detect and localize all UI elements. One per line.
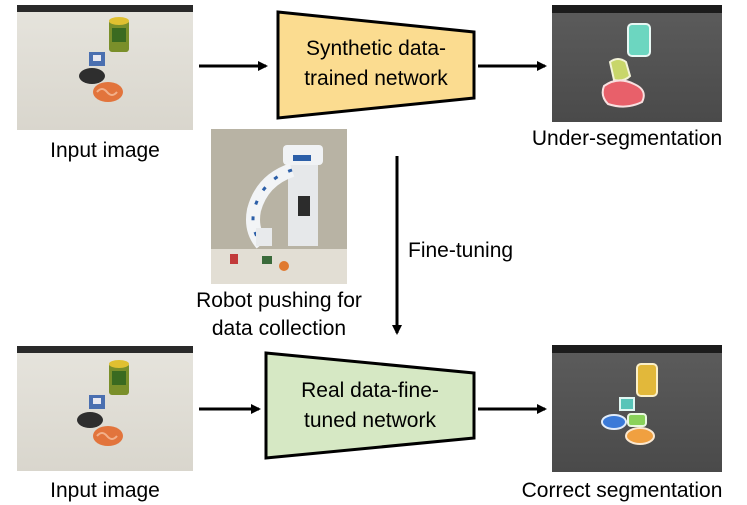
top-input-label: Input image: [50, 139, 160, 162]
correct-segmentation-image: [552, 345, 722, 472]
synthetic-network-trapezoid: [276, 10, 476, 120]
under-segmentation-image: [552, 5, 722, 122]
bottom-input-image: [17, 346, 193, 471]
finetuned-network-trapezoid: [264, 351, 476, 460]
top-input-image: [17, 5, 193, 130]
synthetic-network-label-line2: trained network: [304, 67, 448, 90]
under-segmentation-label: Under-segmentation: [531, 127, 723, 150]
correct-segmentation-label: Correct segmentation: [521, 479, 723, 502]
synthetic-network-label-line1: Synthetic data-: [305, 37, 447, 60]
fine-tuning-label: Fine-tuning: [408, 239, 514, 262]
robot-caption-line1: Robot pushing for: [196, 289, 362, 312]
robot-caption-line2: data collection: [211, 317, 347, 340]
finetuned-network-label-line2: tuned network: [304, 409, 436, 432]
bottom-input-label: Input image: [50, 479, 160, 502]
robot-image: [211, 129, 347, 284]
finetuned-network-label-line1: Real data-fine-: [301, 379, 439, 402]
